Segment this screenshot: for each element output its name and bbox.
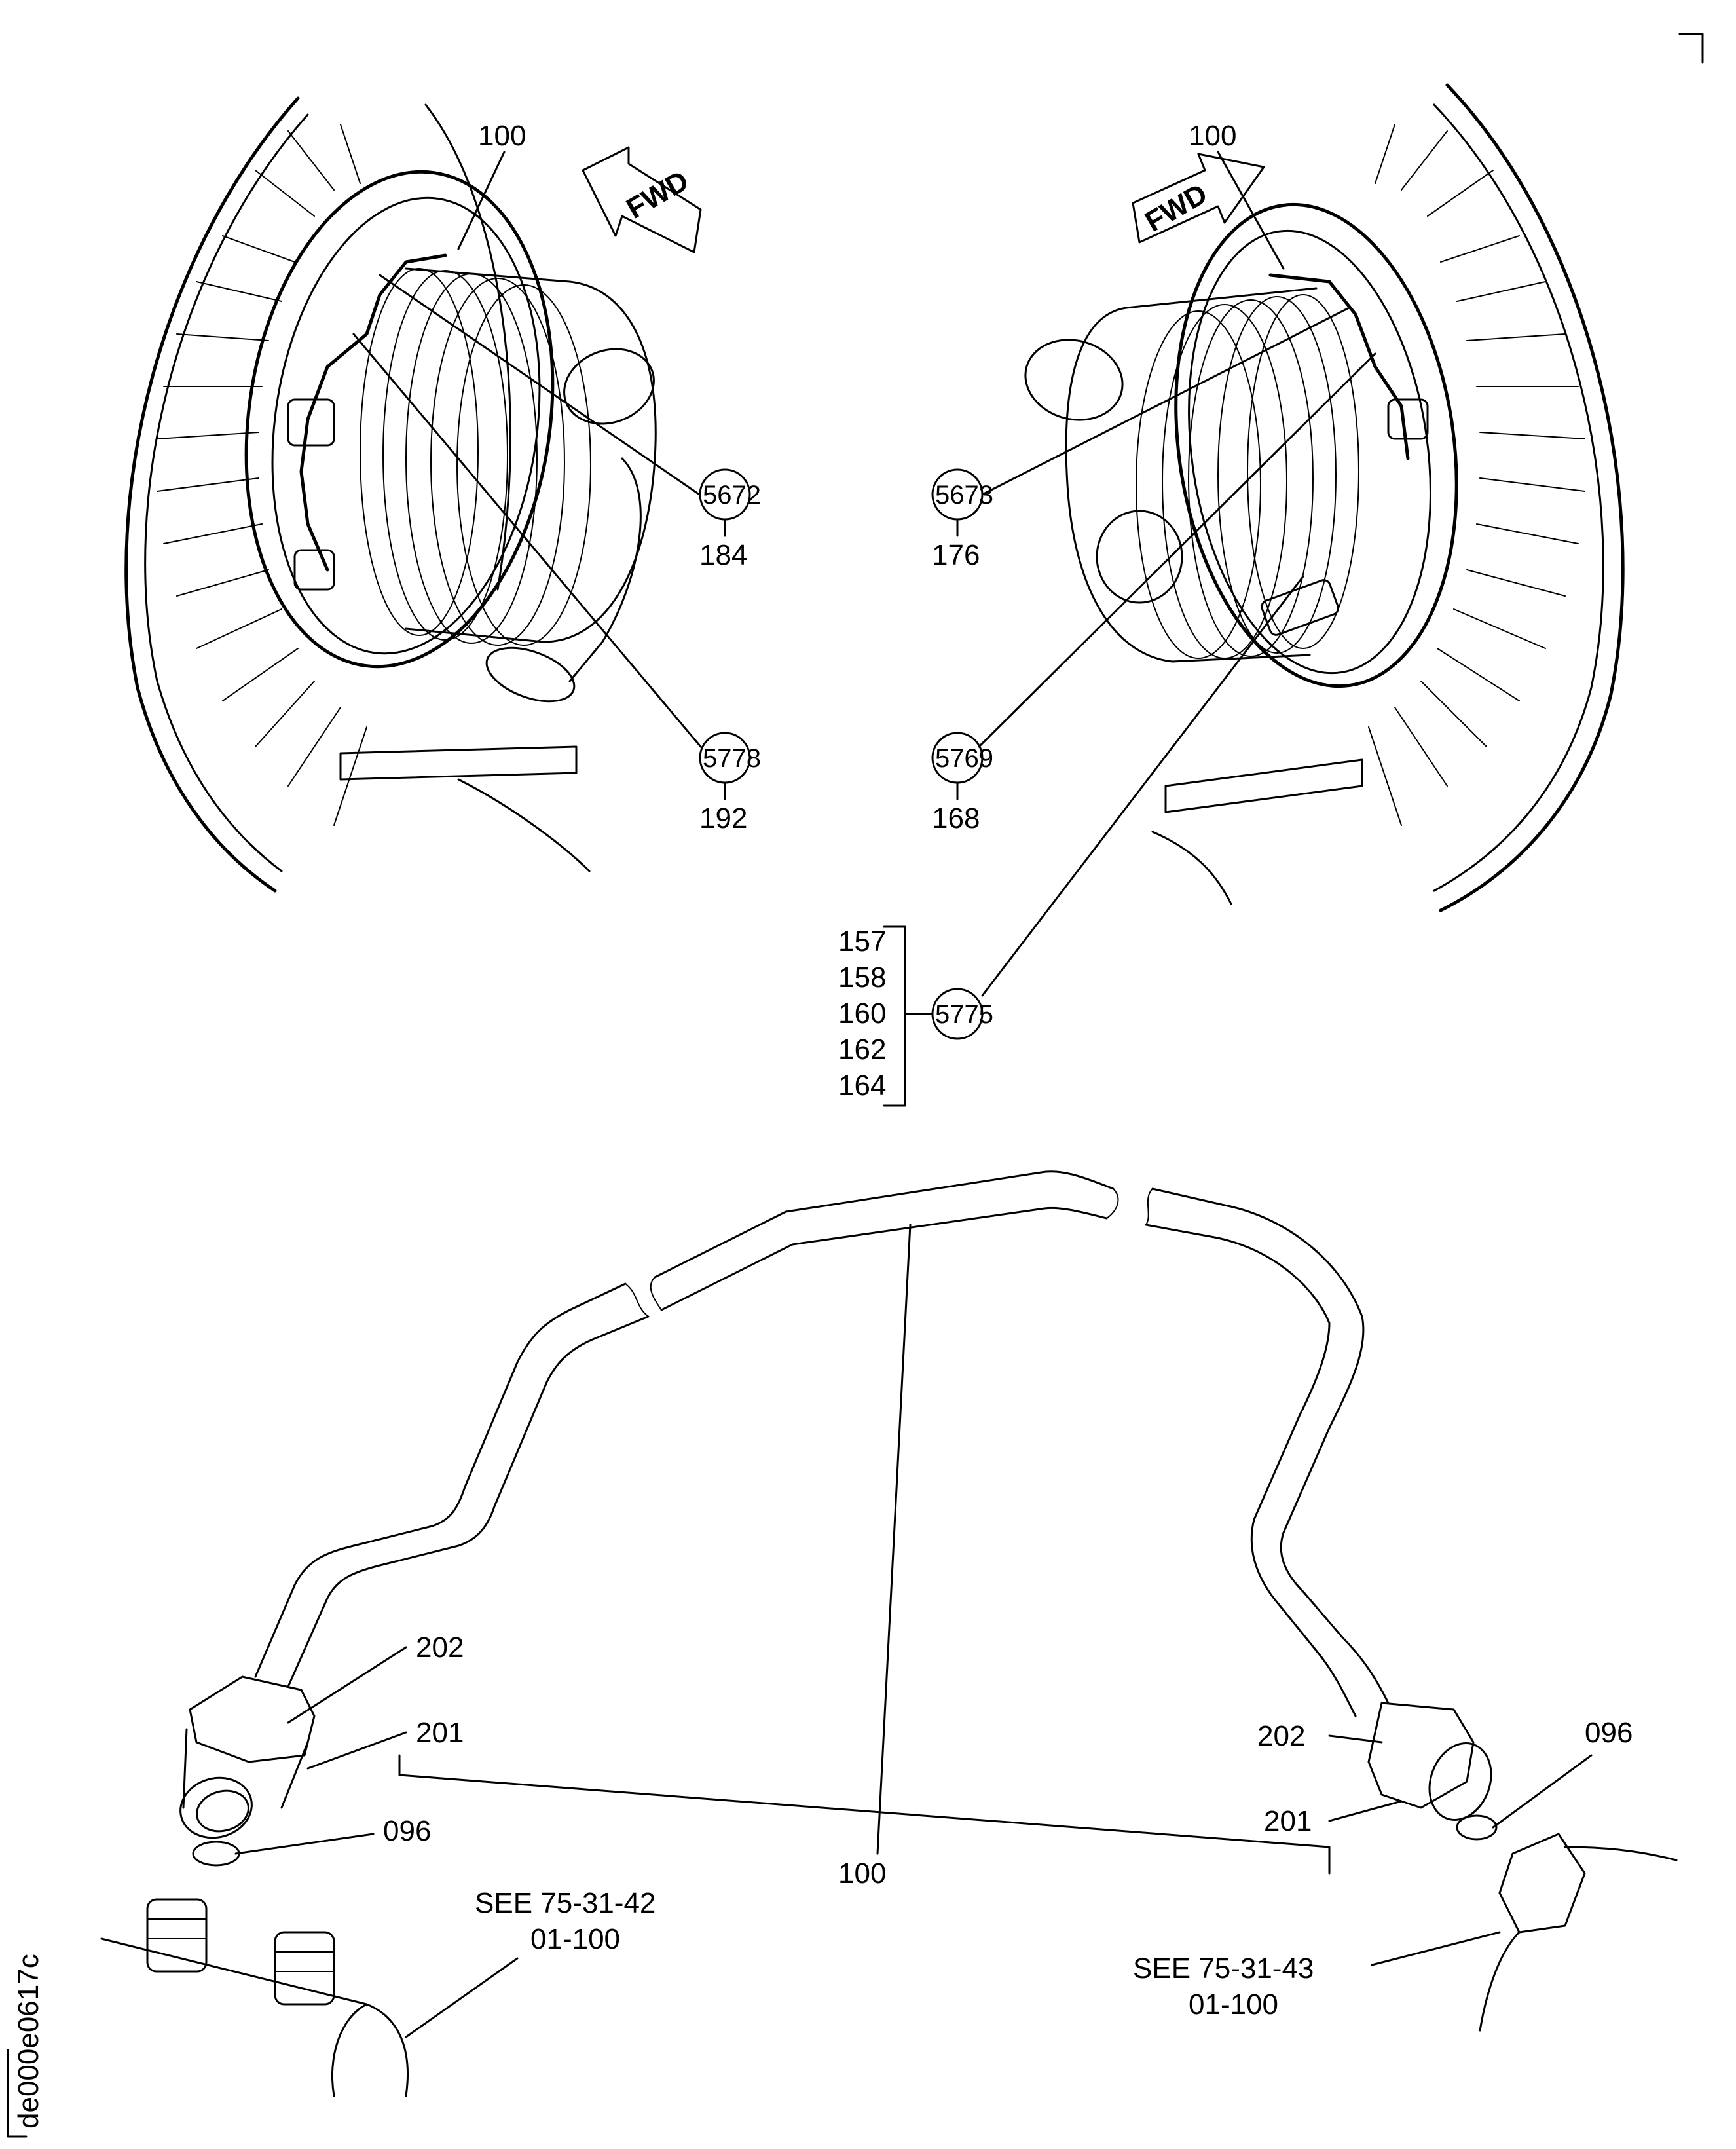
right-item-a: 176 [932, 539, 980, 571]
right-fitting [1367, 1702, 1678, 2032]
left-fan-vanes [157, 124, 367, 826]
right-fan-vanes [1368, 124, 1585, 826]
left-fitting [179, 1675, 316, 1867]
left-callouts: 100 5672 184 5778 192 [352, 120, 761, 834]
see-right-line2: 01-100 [1189, 1989, 1278, 2021]
left-manifold [100, 1898, 409, 2097]
left-nut-label: 201 [416, 1717, 464, 1749]
see-left-line1: SEE 75-31-42 [475, 1887, 656, 1919]
tube-break-marks [625, 1188, 1153, 1317]
left-fig-a: 5672 [703, 481, 761, 510]
see-references: SEE 75-31-42 01-100 SEE 75-31-43 01-100 [405, 1887, 1501, 2038]
right-fwd-label: FWD [1140, 178, 1213, 238]
left-fwd-arrow: FWD [582, 146, 702, 253]
left-packing-ring [192, 1841, 240, 1867]
right-sleeve-label: 202 [1257, 1720, 1305, 1752]
bracket-fig: 5775 [935, 1000, 993, 1029]
left-engine-illustration: FWD [124, 96, 702, 893]
drawing-id-label: de000e0617c [12, 1954, 45, 2129]
left-item-a: 184 [699, 539, 747, 571]
corner-mark [1678, 33, 1704, 64]
tube-assembly [100, 1170, 1678, 2097]
right-packing-ring [1456, 1814, 1498, 1841]
bracket-item-1: 157 [838, 925, 886, 958]
see-left-line2: 01-100 [530, 1923, 620, 1955]
left-item-b: 192 [699, 802, 747, 834]
bracket-item-3: 160 [838, 998, 886, 1030]
left-fig-b: 5778 [703, 744, 761, 773]
left-packing-label: 096 [383, 1815, 431, 1847]
right-core-rings [1136, 294, 1359, 659]
left-sleeve-label: 202 [416, 1632, 464, 1664]
right-packing-label: 096 [1585, 1717, 1633, 1749]
drawing-id: de000e0617c [7, 1954, 45, 2138]
right-item-b: 168 [932, 802, 980, 834]
bracket-item-5: 164 [838, 1070, 886, 1102]
left-core-rings [360, 268, 591, 646]
tube-callouts: 100 202 201 096 202 201 096 [234, 1224, 1633, 1890]
right-item-100: 100 [1189, 120, 1236, 152]
left-fwd-label: FWD [621, 164, 694, 225]
bracket-group: 157 158 160 162 164 5775 [838, 925, 993, 1107]
right-engine-illustration: FWD [1024, 83, 1625, 912]
left-item-100: 100 [478, 120, 526, 152]
right-callouts: 100 5673 176 5769 168 [931, 120, 1376, 997]
tube-item-100: 100 [838, 1858, 886, 1890]
bracket-item-2: 158 [838, 962, 886, 994]
right-fig-b: 5769 [935, 744, 993, 773]
right-fig-a: 5673 [935, 481, 993, 510]
bracket-item-4: 162 [838, 1034, 886, 1066]
right-nut-label: 201 [1264, 1805, 1312, 1837]
bracket-fig-circle [931, 988, 984, 1040]
see-right-line1: SEE 75-31-43 [1133, 1953, 1314, 1985]
